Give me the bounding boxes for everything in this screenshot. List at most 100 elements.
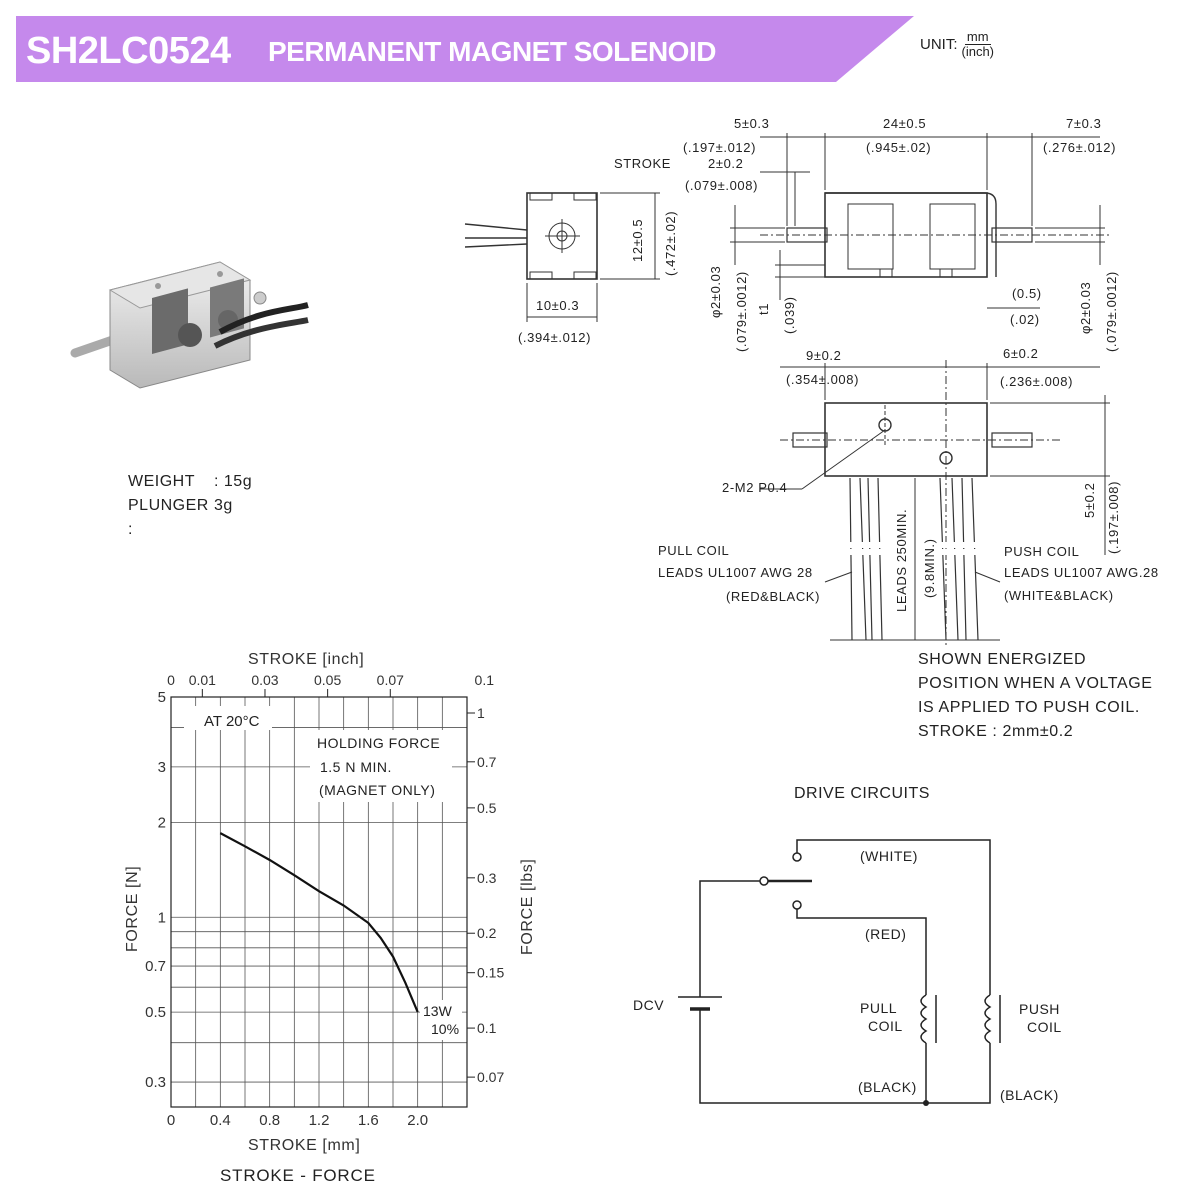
- pull-coil-winding: [920, 994, 928, 1044]
- wire-red: [796, 909, 927, 995]
- energized-note: SHOWN ENERGIZED POSITION WHEN A VOLTAGE …: [918, 648, 1153, 744]
- dim-5-mm: 5±0.3: [734, 116, 769, 131]
- plunger-label: PLUNGER :: [128, 497, 209, 538]
- x-tick-label: 0: [167, 1112, 175, 1129]
- solenoid-photo: [70, 261, 309, 389]
- dim-7-mm: 7±0.3: [1066, 116, 1101, 131]
- dim-6-mm: 6±0.2: [1003, 346, 1038, 361]
- y2-tick-label: 0.15: [477, 965, 504, 981]
- unit-mm: mm: [964, 29, 991, 45]
- chart-y-label: FORCE [N]: [124, 866, 141, 952]
- circuit-red: (RED): [865, 926, 906, 942]
- y-tick-label: 3: [158, 759, 166, 776]
- pull-coil-leads: LEADS UL1007 AWG 28: [658, 565, 813, 580]
- x-tick-label: 2.0: [407, 1112, 428, 1129]
- dim-7-inch: (.276±.012): [1043, 140, 1116, 155]
- plunger-value: 3g: [214, 497, 233, 514]
- circuit-pull-1: PULL: [860, 1000, 897, 1016]
- leads-length-mm: LEADS 250MIN.: [894, 509, 909, 612]
- dim-6-inch: (.236±.008): [1000, 374, 1073, 389]
- dim-5b-inch: (.197±.008): [1106, 481, 1121, 554]
- circuit-black-2: (BLACK): [1000, 1087, 1059, 1103]
- dim-phi-inch: (.079±.0012): [734, 271, 749, 352]
- x-tick-label: 0.8: [259, 1112, 280, 1129]
- stroke-mm: 2±0.2: [708, 156, 743, 171]
- holding-force-line1: HOLDING FORCE: [317, 735, 440, 751]
- y2-tick-label: 0.5: [477, 800, 497, 816]
- circuit-push-2: COIL: [1027, 1019, 1062, 1035]
- x-tick-label: 1.6: [358, 1112, 379, 1129]
- stroke-inch: (.079±.008): [685, 178, 758, 193]
- x2-tick-label: 0.1: [475, 672, 495, 688]
- switch-contact-red: [792, 900, 802, 910]
- chart-title: STROKE - FORCE: [220, 1166, 376, 1185]
- dim-05-inch: (.02): [1010, 312, 1040, 327]
- model-number: SH2LC0524: [26, 30, 231, 72]
- plot-frame: [170, 696, 468, 1108]
- y-tick-label: 0.7: [145, 958, 166, 975]
- x-tick-label: 1.2: [309, 1112, 330, 1129]
- wire-common: [699, 1009, 991, 1104]
- wire-white: [796, 839, 991, 995]
- note-line-4: STROKE : 2mm±0.2: [918, 723, 1074, 740]
- junction-dot: [923, 1100, 929, 1106]
- circuit-white: (WHITE): [860, 848, 918, 864]
- dimension-drawings: STROKE 2±0.2 (.079±.008) 5±0.3 (.197±.01…: [464, 116, 1158, 645]
- dim-t1-mm: t1: [756, 303, 771, 315]
- x2-tick-label: 0: [167, 672, 175, 688]
- chart-y2-label: FORCE [lbs]: [519, 859, 536, 955]
- y-tick-label: 1: [158, 909, 166, 926]
- y-tick-label: 2: [158, 814, 166, 831]
- x2-tick-label: 0.01: [189, 672, 216, 688]
- x2-tick-label: 0.03: [251, 672, 278, 688]
- circuit-black-1: (BLACK): [858, 1079, 917, 1095]
- holding-force-line3: (MAGNET ONLY): [319, 782, 435, 798]
- y-tick-label: 5: [158, 689, 166, 706]
- note-line-2: POSITION WHEN A VOLTAGE: [918, 675, 1153, 692]
- switch-contact-white: [792, 852, 802, 862]
- weight-label: WEIGHT: [128, 473, 195, 490]
- y-tick-label: 0.3: [145, 1074, 166, 1091]
- y-tick-label: 0.5: [145, 1004, 166, 1021]
- weight-value: : 15g: [214, 473, 253, 490]
- title-banner: SH2LC0524 PERMANENT MAGNET SOLENOID: [16, 16, 914, 82]
- circuit-title: DRIVE CIRCUITS: [794, 785, 930, 802]
- stroke-label: STROKE: [614, 156, 671, 171]
- y2-tick-label: 0.3: [477, 870, 497, 886]
- y2-tick-label: 0.7: [477, 754, 497, 770]
- y2-tick-label: 0.07: [477, 1069, 504, 1085]
- y2-tick-label: 0.1: [477, 1020, 497, 1036]
- dim-5b-mm: 5±0.2: [1082, 483, 1097, 518]
- note-line-1: SHOWN ENERGIZED: [918, 651, 1087, 668]
- x2-tick-label: 0.05: [314, 672, 341, 688]
- pull-coil-title: PULL COIL: [658, 543, 729, 558]
- wire-positive: [699, 880, 760, 997]
- y2-tick-label: 1: [477, 705, 485, 721]
- product-name: PERMANENT MAGNET SOLENOID: [268, 36, 716, 67]
- force-curve: [219, 832, 419, 1013]
- dim-5-inch: (.197±.012): [683, 140, 756, 155]
- pull-coil-colors: (RED&BLACK): [726, 589, 820, 604]
- dim-t1-inch: (.039): [782, 296, 797, 334]
- circuit-push-1: PUSH: [1019, 1001, 1060, 1017]
- temp-annotation: AT 20°C: [204, 713, 260, 730]
- dim-9-mm: 9±0.2: [806, 348, 841, 363]
- chart-x2-label: STROKE [inch]: [248, 651, 364, 668]
- dim-05-mm: (0.5): [1012, 286, 1042, 301]
- push-coil-winding: [984, 994, 992, 1044]
- dim-phi-mm: φ2±0.03: [708, 266, 723, 318]
- weight-specs: WEIGHT : 15g PLUNGER : 3g: [128, 470, 252, 542]
- series-label-duty: 10%: [431, 1021, 459, 1037]
- dim-12-inch: (.472±.02): [663, 211, 678, 276]
- dim-12-mm: 12±0.5: [630, 219, 645, 262]
- unit-label: UNIT:: [920, 36, 958, 53]
- y2-tick-label: 0.2: [477, 925, 497, 941]
- dim-24-inch: (.945±.02): [866, 140, 931, 155]
- screw-spec: 2-M2 P0.4: [722, 480, 787, 495]
- chart-x-label: STROKE [mm]: [248, 1137, 360, 1154]
- dim-24-mm: 24±0.5: [883, 116, 926, 131]
- push-coil-title: PUSH COIL: [1004, 544, 1079, 559]
- x-tick-label: 0.4: [210, 1112, 231, 1129]
